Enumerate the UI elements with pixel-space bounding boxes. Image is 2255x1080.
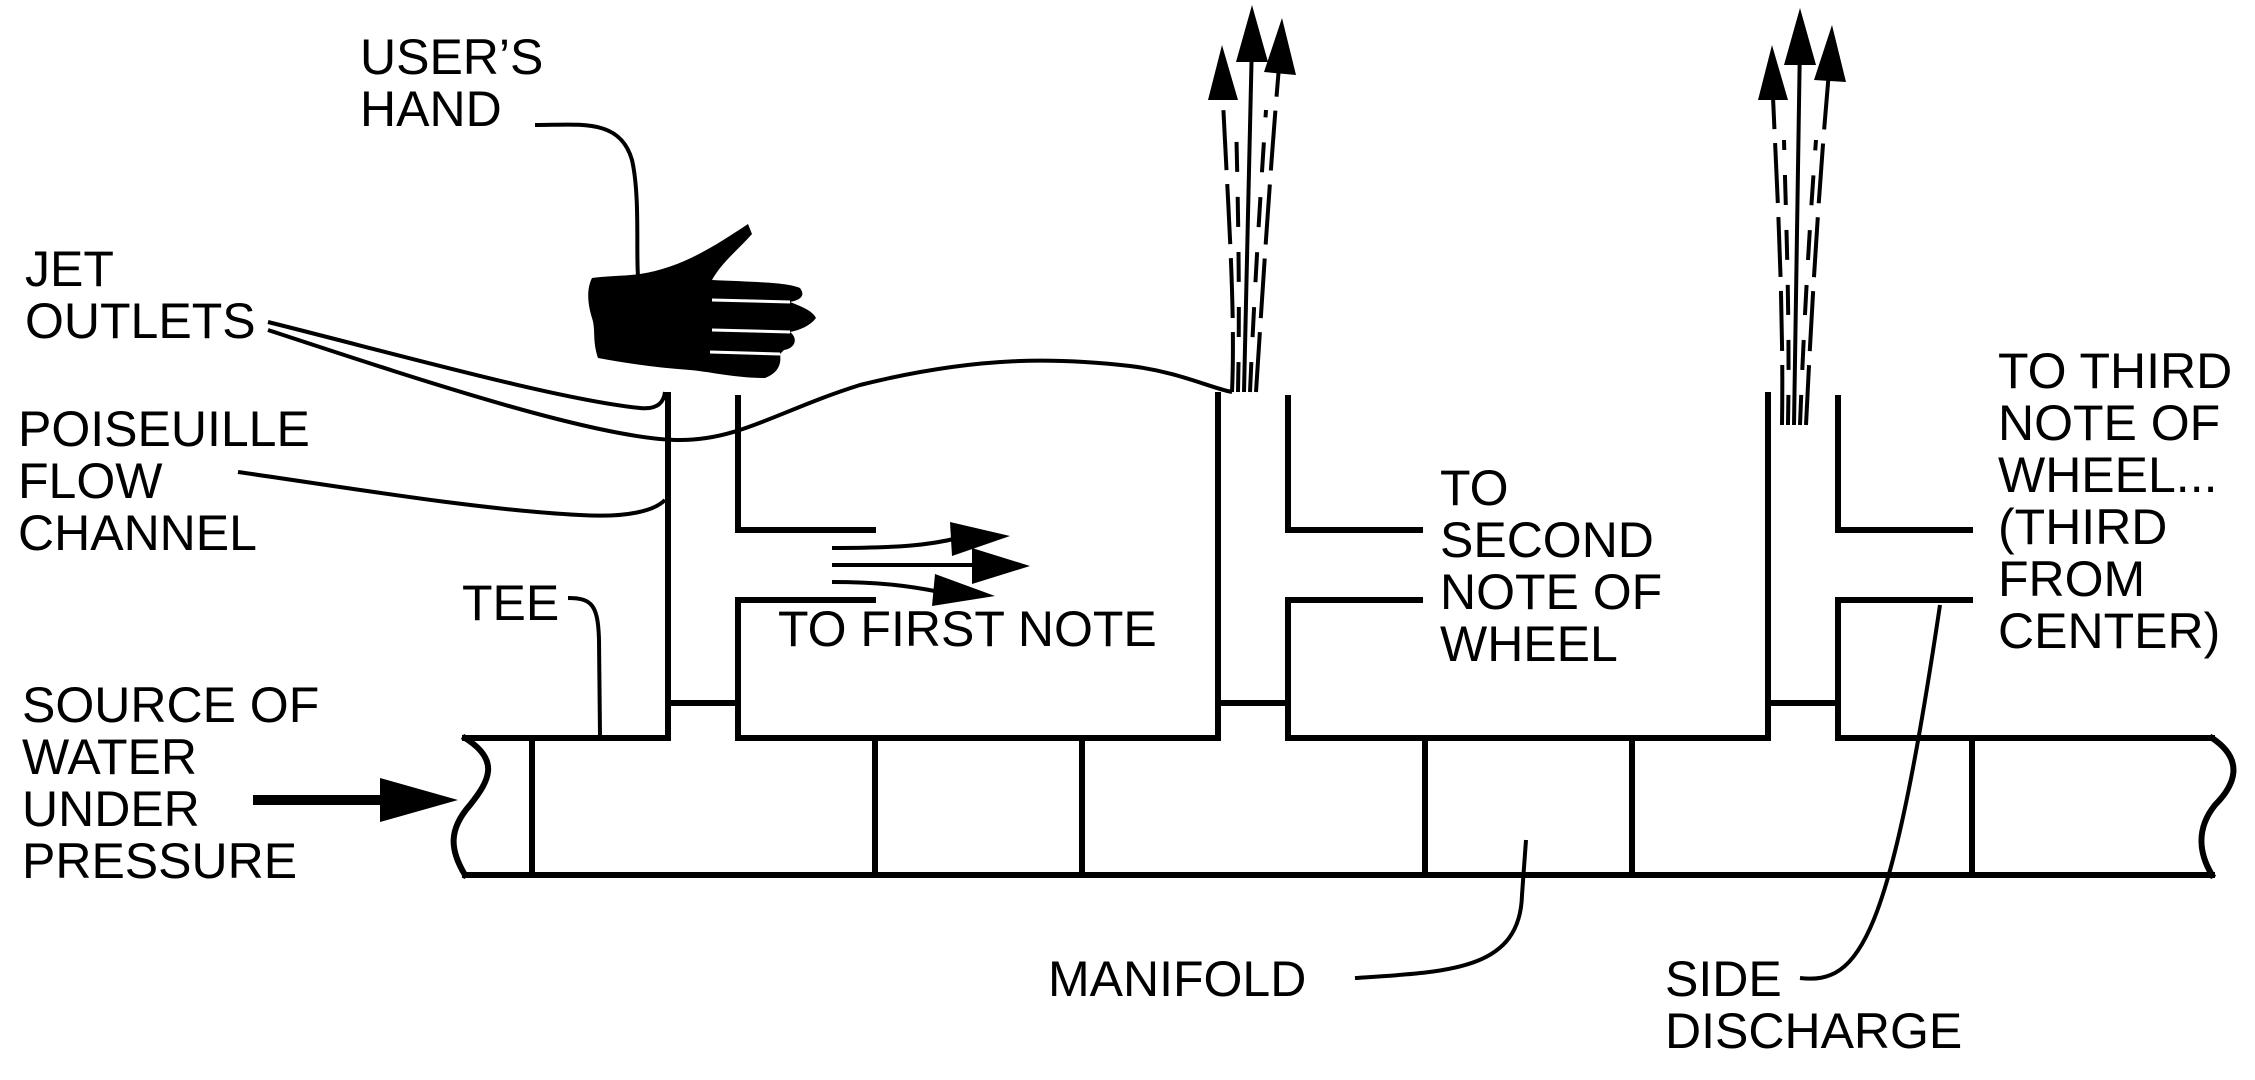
arrow-right-icon xyxy=(831,522,1030,606)
poiseuille-label: POISEUILLE FLOW CHANNEL xyxy=(18,401,324,561)
jet-arrow-up-icon xyxy=(1208,5,1296,393)
source-label: SOURCE OF WATER UNDER PRESSURE xyxy=(22,677,333,889)
hand-icon xyxy=(588,224,816,378)
manifold-pipe xyxy=(450,733,2237,880)
third-note-label: TO THIRD NOTE OF WHEEL... (THIRD FROM CE… xyxy=(1998,343,2246,659)
jet-arrow-up-icon xyxy=(1758,8,1846,426)
users-hand-label: USER’S HAND xyxy=(360,29,557,137)
tee-1 xyxy=(665,392,876,741)
manifold-right-break xyxy=(2198,733,2237,880)
tee-label: TEE xyxy=(462,575,559,631)
tee-leader xyxy=(567,596,602,737)
jet-outlets-leader xyxy=(267,320,667,411)
jet-outlets-leader xyxy=(267,328,1233,443)
poiseuille-leader xyxy=(237,470,667,518)
hand-leader xyxy=(534,122,640,277)
tee-3 xyxy=(1765,392,1973,741)
arrow-right-icon xyxy=(380,778,458,822)
side-discharge-leader xyxy=(1799,604,1942,981)
jet-outlets-label: JET OUTLETS xyxy=(25,241,256,349)
tee-2 xyxy=(1215,392,1423,741)
first-note-label: TO FIRST NOTE xyxy=(778,601,1157,657)
side-discharge-label: SIDE DISCHARGE xyxy=(1665,951,1962,1059)
manifold-left-break xyxy=(450,733,492,880)
manifold-leader xyxy=(1354,839,1528,980)
second-note-label: TO SECOND NOTE OF WHEEL xyxy=(1440,460,1676,672)
manifold-label: MANIFOLD xyxy=(1048,951,1306,1007)
